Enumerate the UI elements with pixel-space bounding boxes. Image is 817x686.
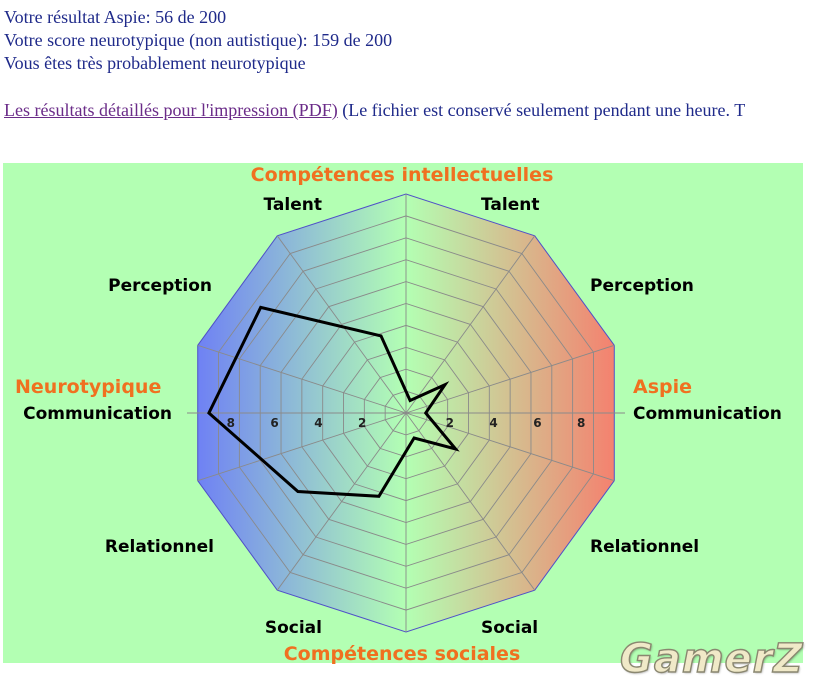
- tick-label: 8: [227, 416, 235, 430]
- chart-title: Compétences intellectuelles: [251, 164, 554, 186]
- verdict-text: Vous êtes très probablement neurotypique: [4, 53, 306, 73]
- tick-label: 2: [446, 416, 454, 430]
- gamerz-watermark: GamerZ: [619, 635, 804, 682]
- axis-label-aspie: Communication: [633, 404, 782, 424]
- chart-bottom-title: Compétences sociales: [284, 643, 521, 665]
- grid-spoke: [197, 344, 407, 414]
- pdf-note-text: (Le fichier est conservé seulement penda…: [337, 100, 735, 120]
- tick-label: 4: [489, 416, 497, 430]
- pdf-results-link[interactable]: Les résultats détaillés pour l'impressio…: [4, 100, 338, 120]
- tick-label: 2: [358, 416, 366, 430]
- axis-label-neurotypical: Social: [265, 618, 322, 638]
- axis-label-aspie: Relationnel: [590, 537, 699, 557]
- tick-label: 6: [533, 416, 541, 430]
- result-polygon: [207, 305, 460, 498]
- neurotypical-score-text: Votre score neurotypique (non autistique…: [4, 30, 393, 50]
- tick-label: 4: [314, 416, 322, 430]
- neurotypical-side-label: Neurotypique: [15, 376, 161, 398]
- axis-label-neurotypical: Talent: [264, 195, 322, 215]
- axis-label-neurotypical: Relationnel: [105, 537, 214, 557]
- result-summary: Votre résultat Aspie: 56 de 200 Votre sc…: [4, 6, 392, 75]
- axis-label-neurotypical: Communication: [23, 404, 172, 424]
- aspie-side-label: Aspie: [633, 376, 692, 398]
- grid-spoke: [405, 412, 615, 482]
- axis-label-aspie: Social: [481, 618, 538, 638]
- aspie-score-text: Votre résultat Aspie: 56 de 200: [4, 7, 227, 27]
- grid-spoke: [197, 412, 407, 482]
- grid-spoke: [405, 344, 615, 414]
- pdf-line: Les résultats détaillés pour l'impressio…: [4, 99, 745, 122]
- grid-spoke: [405, 235, 536, 414]
- axis-label-aspie: Perception: [590, 276, 694, 296]
- tick-label: 6: [270, 416, 278, 430]
- pdf-note-trailing: T: [734, 100, 746, 120]
- chart-plot: 2 2 4 4 6 6 8 8 TalentPerceptionCommunicationRel…: [23, 193, 782, 638]
- tick-label: 8: [577, 416, 585, 430]
- grid-spoke: [276, 412, 407, 591]
- grid-spoke: [276, 235, 407, 414]
- axis-label-neurotypical: Perception: [108, 276, 212, 296]
- axis-label-aspie: Talent: [481, 195, 539, 215]
